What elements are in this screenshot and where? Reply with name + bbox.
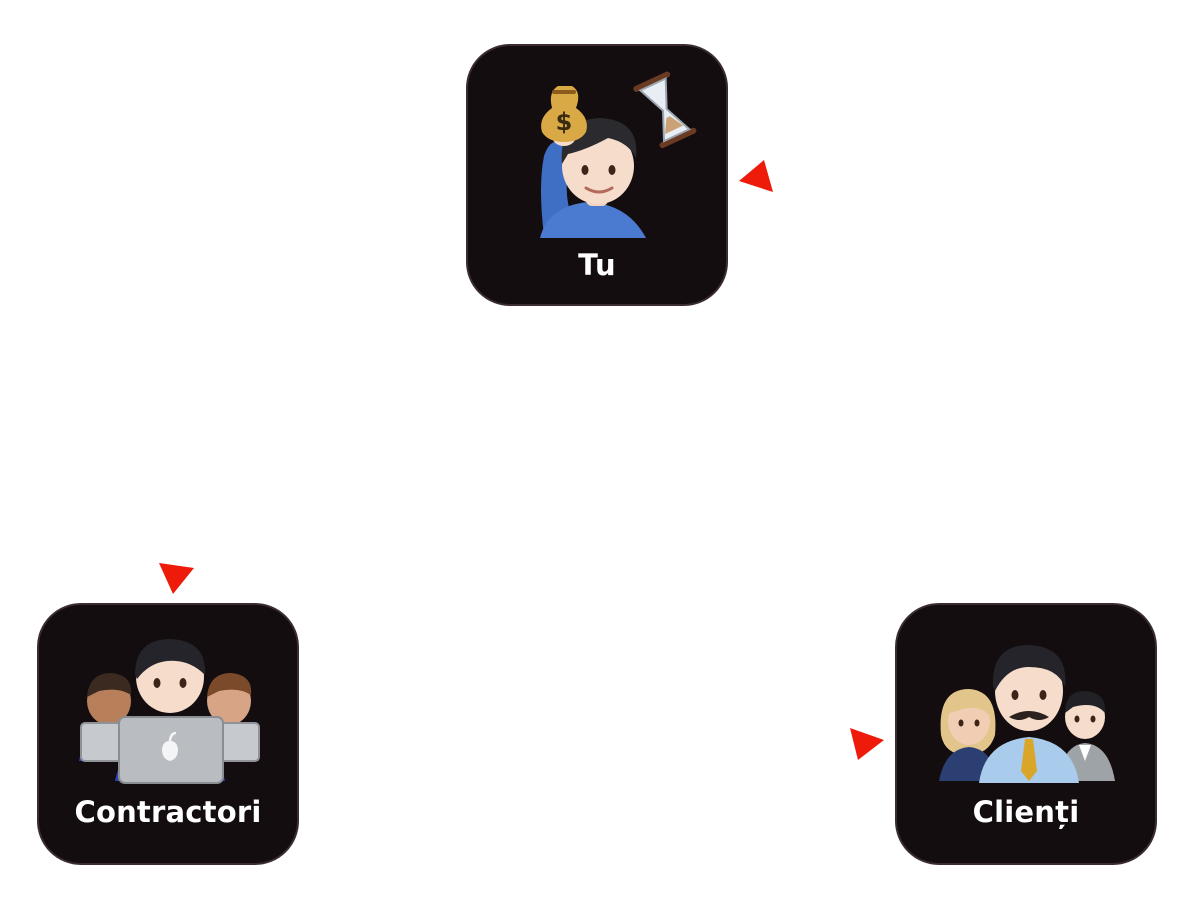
svg-text:$: $ — [556, 108, 573, 136]
developers-with-laptops-icon — [79, 639, 260, 784]
node-label-clienti: Clienți — [972, 795, 1080, 829]
node-tu: $ Tu — [466, 44, 728, 306]
arrowhead-to-tu — [739, 160, 773, 192]
node-clienti: Clienți — [895, 603, 1157, 865]
group-of-business-people-icon — [939, 645, 1115, 783]
node-contractori: Contractori — [37, 603, 299, 865]
man-raising-hand-with-money-bag-and-hourglass-icon: $ — [540, 71, 697, 238]
arrowhead-to-contractori — [159, 563, 194, 594]
node-label-contractori: Contractori — [74, 795, 262, 829]
arrowhead-to-clienti — [850, 728, 884, 760]
node-label-tu: Tu — [578, 248, 616, 282]
